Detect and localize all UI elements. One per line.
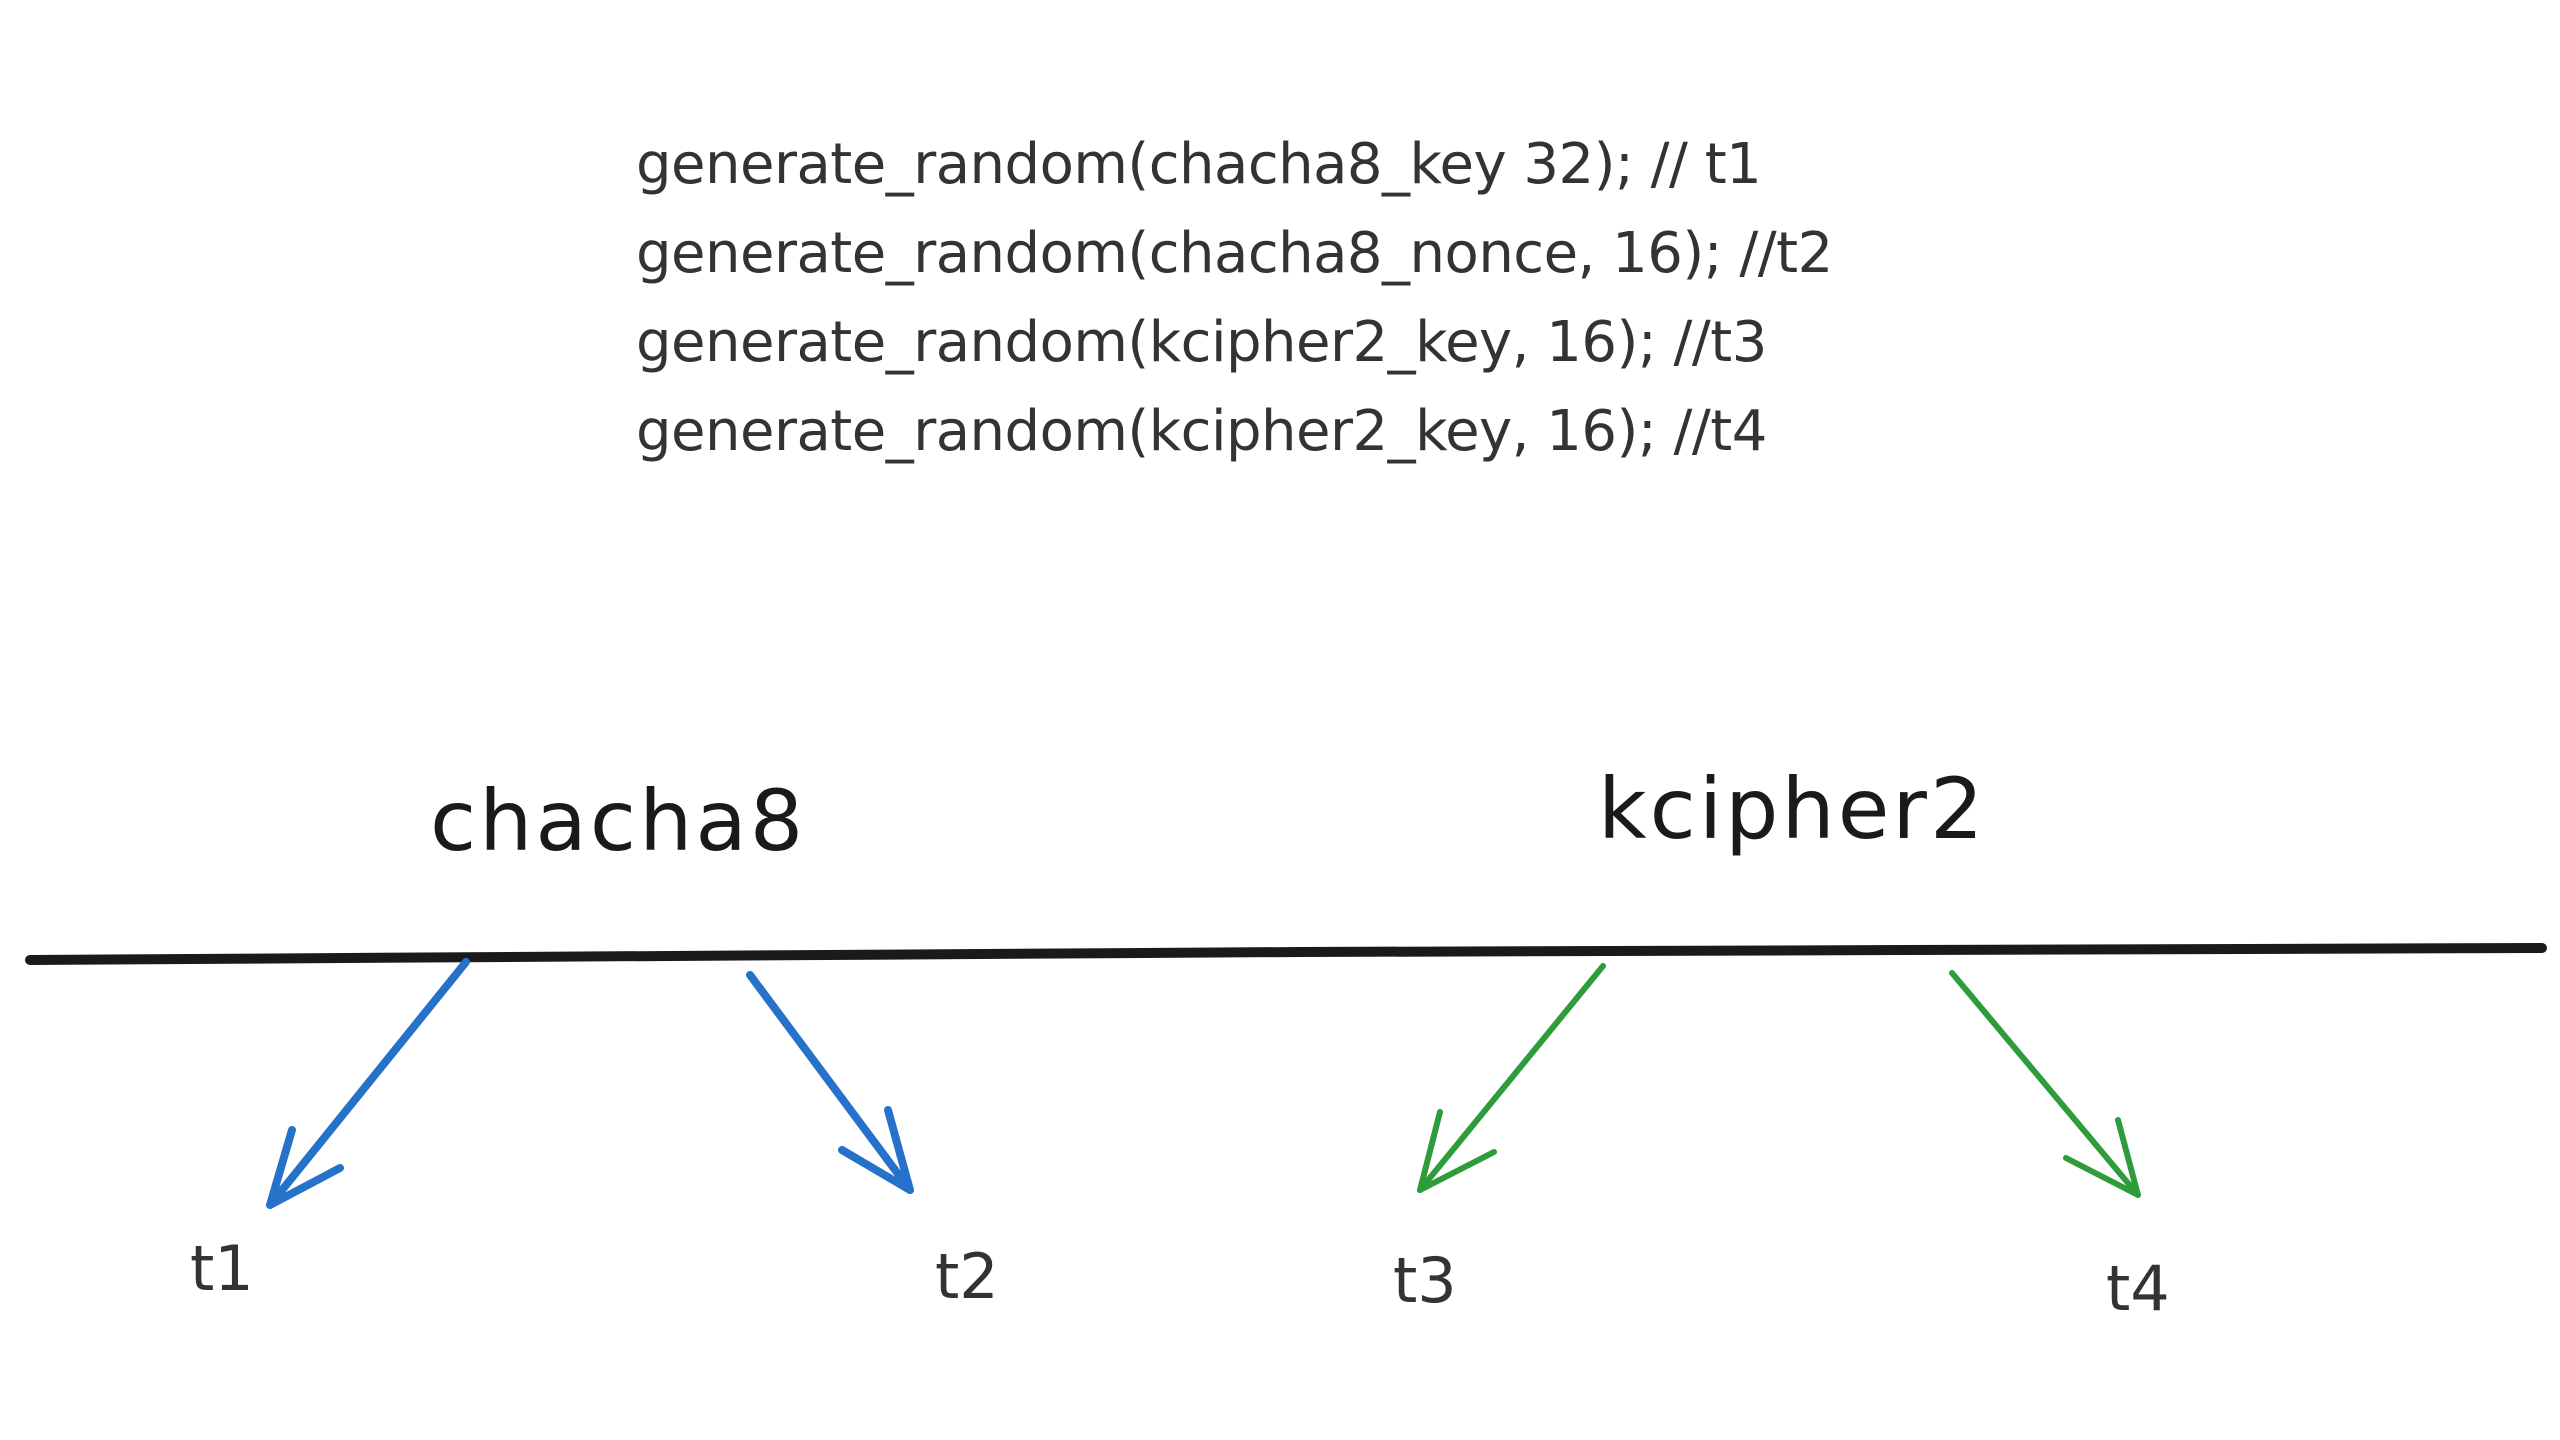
tick-label-t4: t4 (2106, 1252, 2170, 1325)
code-line-2: generate_random(chacha8_nonce, 16); //t2 (636, 221, 1833, 286)
group-label-kcipher2: kcipher2 (1598, 760, 1986, 858)
arrow-t3 (1417, 963, 1606, 1193)
tick-label-t2: t2 (935, 1240, 999, 1313)
code-line-3: generate_random(kcipher2_key, 16); //t3 (636, 310, 1767, 375)
group-label-chacha8: chacha8 (430, 772, 806, 870)
tick-label-t1: t1 (190, 1232, 254, 1305)
arrow-t1 (266, 958, 470, 1209)
arrow-t2 (746, 971, 914, 1194)
tick-label-t3: t3 (1393, 1244, 1457, 1317)
code-line-1: generate_random(chacha8_key 32); // t1 (636, 132, 1762, 197)
code-line-4: generate_random(kcipher2_key, 16); //t4 (636, 399, 1767, 464)
arrow-t4 (1949, 970, 2141, 1198)
code-snippet: generate_random(chacha8_key 32); // t1 g… (636, 120, 1833, 476)
timeline-axis (25, 943, 2547, 965)
